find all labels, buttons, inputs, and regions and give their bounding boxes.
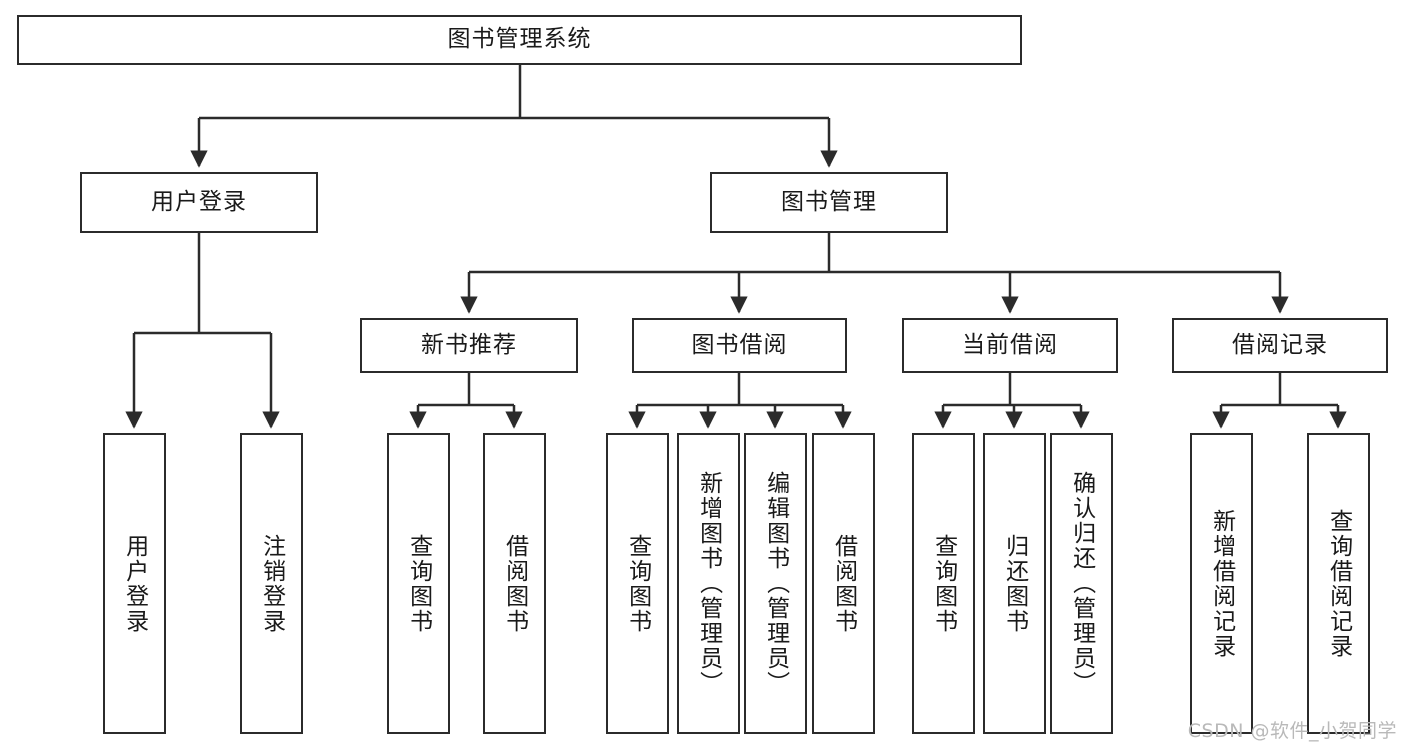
node-book-borrow[interactable]: 图书借阅 — [632, 318, 847, 373]
leaf-user-login-label: 用户登录 — [121, 533, 148, 634]
leaf-confirm-return-admin[interactable]: 确认归还（管理员） — [1050, 433, 1113, 734]
leaf-logout-label: 注销登录 — [258, 533, 285, 634]
node-current-borrow-label: 当前借阅 — [962, 331, 1058, 358]
node-new-book-recommend[interactable]: 新书推荐 — [360, 318, 578, 373]
leaf-borrow-book-new[interactable]: 借阅图书 — [483, 433, 546, 734]
leaf-add-book-admin[interactable]: 新增图书（管理员） — [677, 433, 740, 734]
node-current-borrow[interactable]: 当前借阅 — [902, 318, 1118, 373]
leaf-confirm-return-admin-label: 确认归还（管理员） — [1068, 471, 1095, 696]
leaf-add-book-admin-label: 新增图书（管理员） — [695, 471, 722, 696]
leaf-edit-book-admin[interactable]: 编辑图书（管理员） — [744, 433, 807, 734]
node-book-borrow-label: 图书借阅 — [691, 331, 788, 358]
leaf-query-book-current[interactable]: 查询图书 — [912, 433, 975, 734]
leaf-query-book-new-label: 查询图书 — [405, 533, 432, 634]
leaf-add-borrow-record[interactable]: 新增借阅记录 — [1190, 433, 1253, 734]
leaf-query-book-borrow-label: 查询图书 — [624, 533, 651, 634]
node-user-login[interactable]: 用户登录 — [80, 172, 318, 233]
leaf-query-book-borrow[interactable]: 查询图书 — [606, 433, 669, 734]
leaf-return-book-label: 归还图书 — [1001, 533, 1028, 634]
node-user-login-label: 用户登录 — [151, 188, 247, 215]
csdn-watermark: CSDN @软件_小贺同学 — [1187, 720, 1397, 742]
node-borrow-records-label: 借阅记录 — [1232, 331, 1328, 358]
leaf-return-book[interactable]: 归还图书 — [983, 433, 1046, 734]
node-root-label: 图书管理系统 — [447, 26, 592, 53]
leaf-add-borrow-record-label: 新增借阅记录 — [1208, 508, 1235, 659]
leaf-query-borrow-record[interactable]: 查询借阅记录 — [1307, 433, 1370, 734]
leaf-edit-book-admin-label: 编辑图书（管理员） — [762, 471, 789, 696]
leaf-logout[interactable]: 注销登录 — [240, 433, 303, 734]
node-new-book-recommend-label: 新书推荐 — [421, 331, 517, 358]
leaf-query-borrow-record-label: 查询借阅记录 — [1325, 508, 1352, 659]
node-borrow-records[interactable]: 借阅记录 — [1172, 318, 1388, 373]
leaf-lend-book-label: 借阅图书 — [830, 533, 857, 634]
leaf-user-login[interactable]: 用户登录 — [103, 433, 166, 734]
node-root[interactable]: 图书管理系统 — [17, 15, 1022, 65]
leaf-query-book-new[interactable]: 查询图书 — [387, 433, 450, 734]
leaf-lend-book[interactable]: 借阅图书 — [812, 433, 875, 734]
node-book-management-label: 图书管理 — [781, 188, 877, 215]
leaf-borrow-book-new-label: 借阅图书 — [501, 533, 528, 634]
node-book-management[interactable]: 图书管理 — [710, 172, 948, 233]
leaf-query-book-current-label: 查询图书 — [930, 533, 957, 634]
